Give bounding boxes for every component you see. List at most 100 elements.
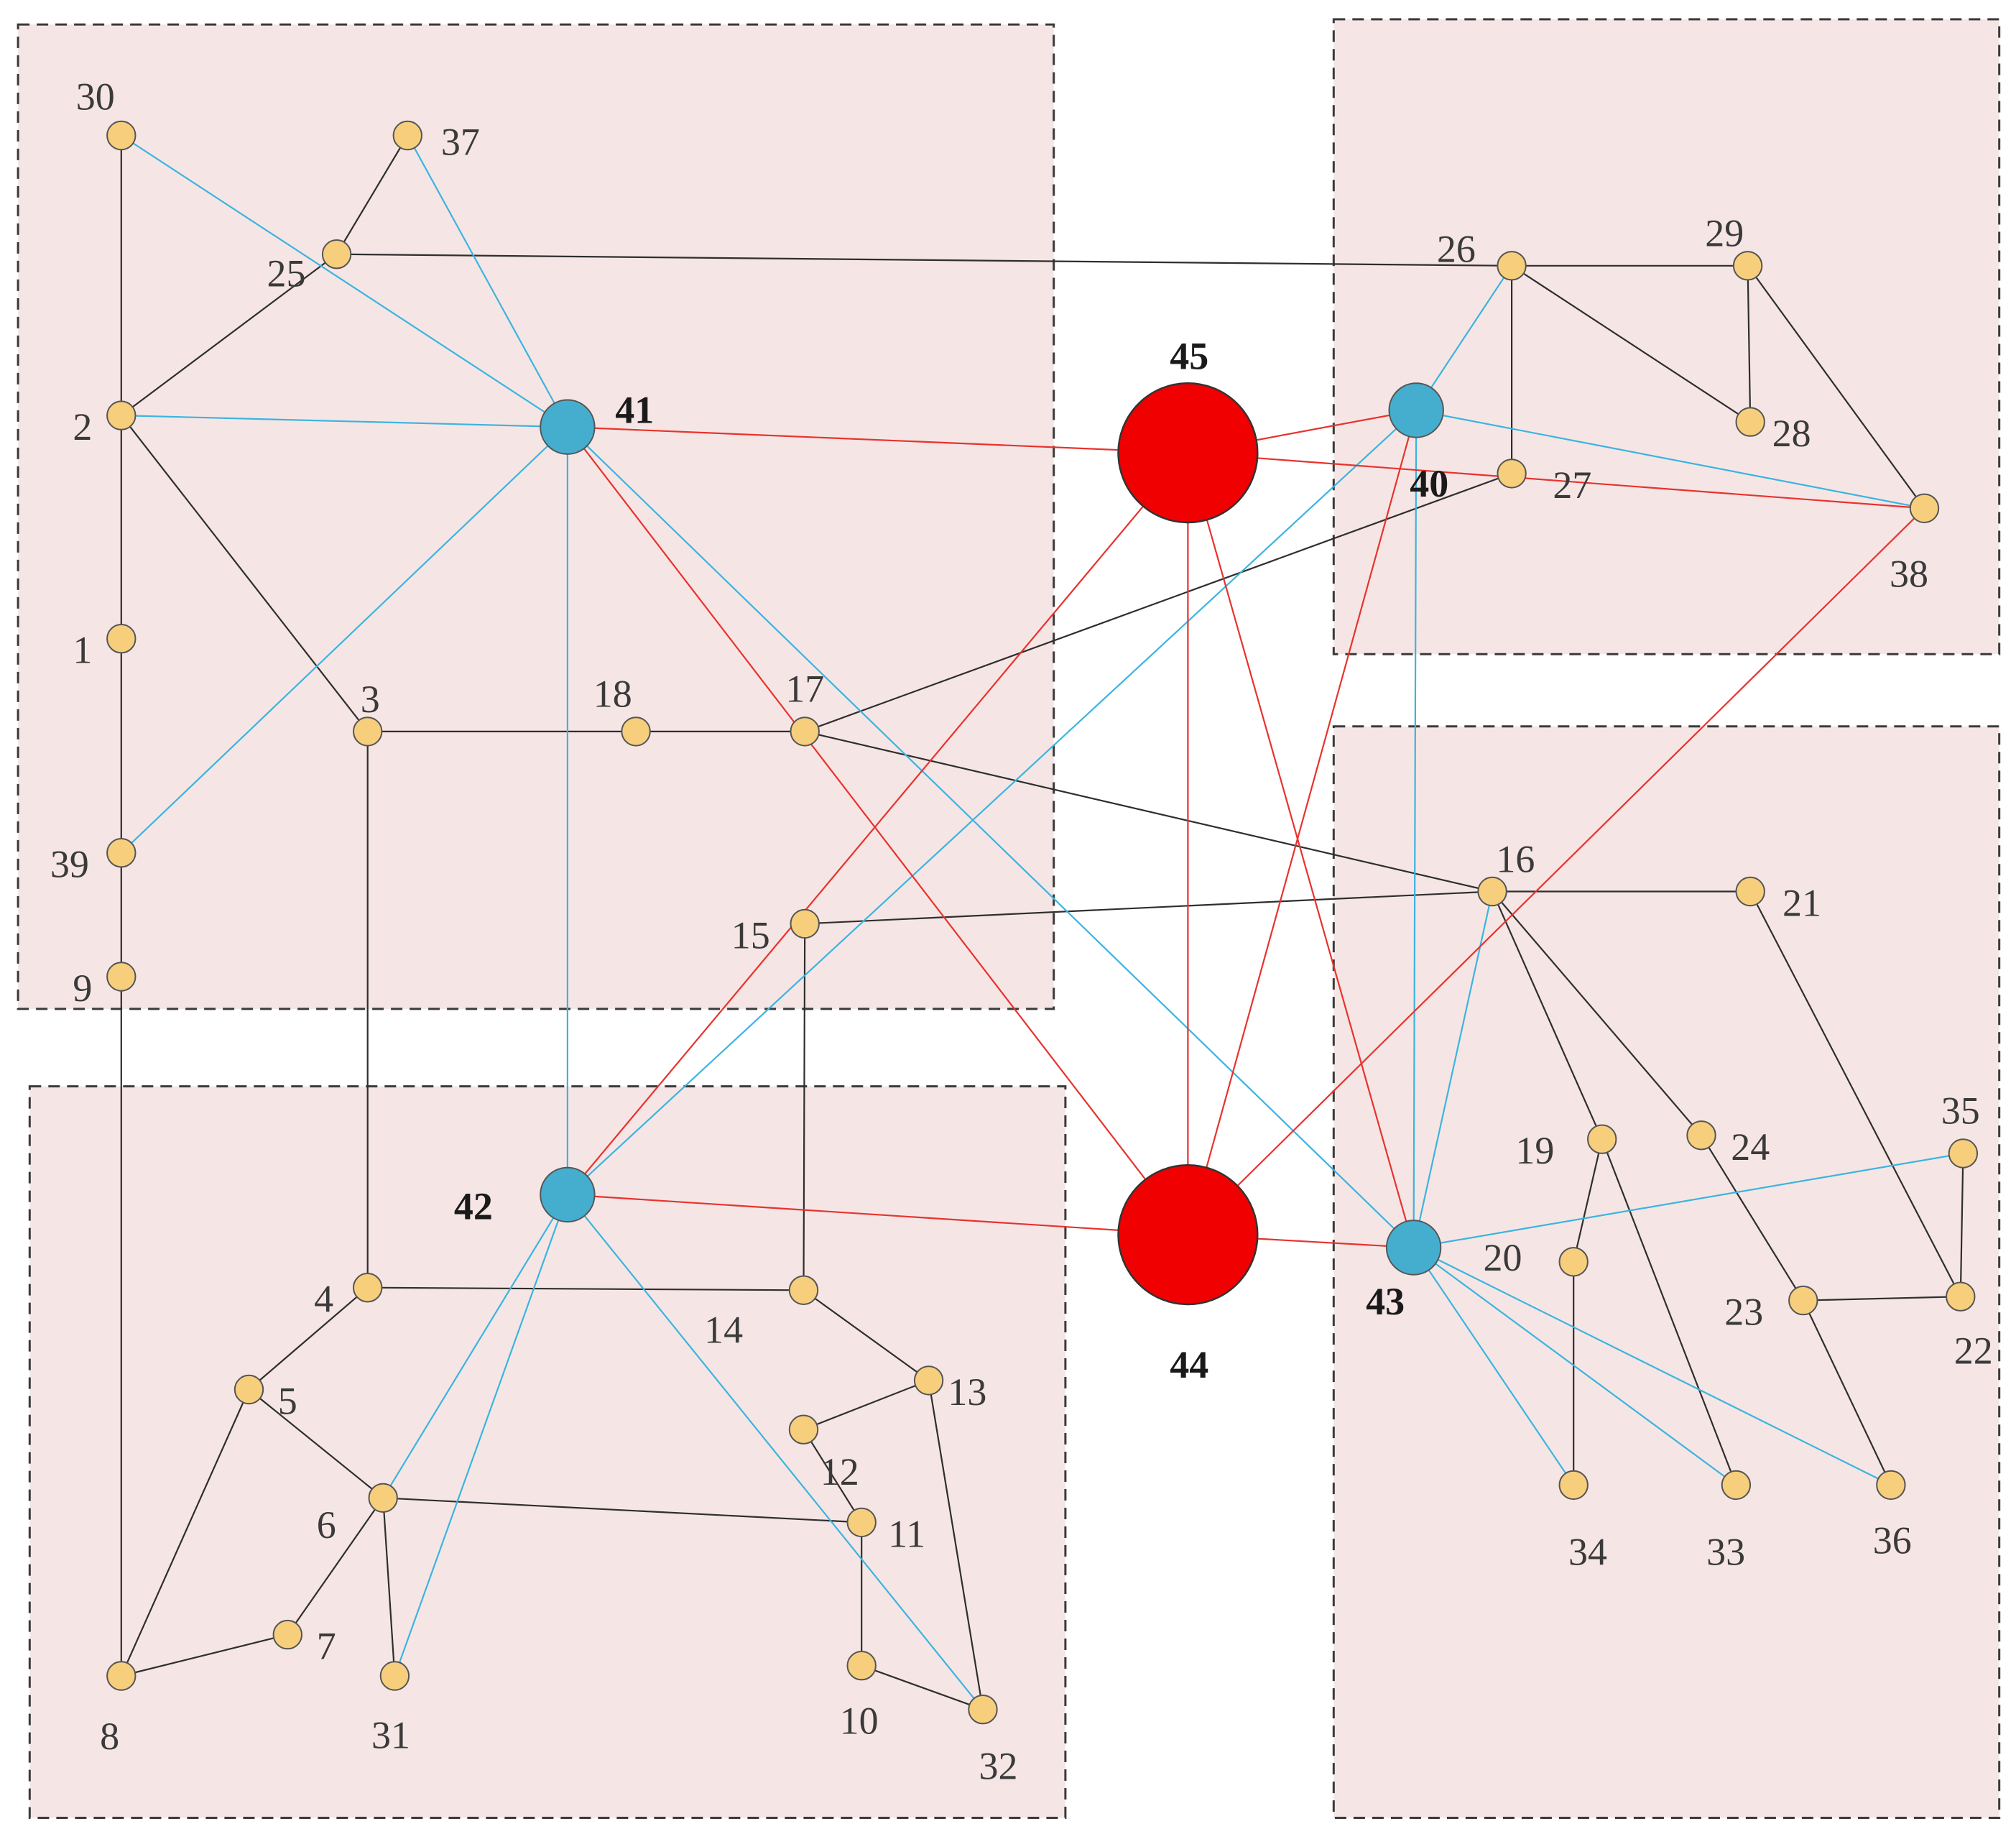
node-40	[1388, 382, 1444, 438]
edge-2-25	[121, 253, 338, 416]
node-label-2: 2	[73, 405, 92, 448]
edge-23-22	[1803, 1296, 1961, 1301]
node-label-40: 40	[1410, 462, 1448, 505]
edge-42-40	[567, 410, 1417, 1196]
node-25	[321, 239, 352, 269]
region-bottom-right	[1332, 725, 2001, 1820]
edge-5-8	[120, 1389, 250, 1677]
node-29	[1732, 251, 1763, 281]
edge-43-36	[1413, 1247, 1892, 1486]
node-37	[392, 120, 422, 151]
node-41	[540, 399, 596, 455]
node-16	[1477, 876, 1507, 907]
edge-16-19	[1492, 891, 1603, 1140]
node-12	[788, 1414, 819, 1444]
node-7	[272, 1619, 302, 1650]
edge-43-34	[1412, 1247, 1575, 1486]
node-22	[1946, 1281, 1976, 1312]
node-label-21: 21	[1783, 881, 1821, 924]
edge-40-43	[1412, 410, 1418, 1248]
node-8	[106, 1661, 137, 1691]
edge-42-45	[567, 452, 1189, 1196]
edge-24-23	[1701, 1135, 1804, 1301]
edge-41-30	[121, 134, 568, 428]
region-top-left	[17, 23, 1055, 1010]
edge-15-14	[803, 923, 806, 1291]
nodes-layer	[106, 120, 1979, 1725]
node-label-36: 36	[1873, 1519, 1912, 1562]
node-43	[1385, 1220, 1442, 1276]
node-2	[106, 400, 137, 430]
edge-29-38	[1747, 265, 1925, 509]
edge-42-44	[567, 1194, 1188, 1236]
node-34	[1558, 1470, 1589, 1501]
node-6	[368, 1483, 398, 1513]
node-13	[913, 1365, 944, 1396]
node-label-23: 23	[1724, 1291, 1763, 1334]
edge-15-16	[805, 890, 1493, 925]
node-label-44: 44	[1170, 1343, 1208, 1386]
node-4	[353, 1273, 383, 1303]
node-45	[1117, 382, 1259, 524]
node-15	[790, 908, 820, 939]
node-label-34: 34	[1568, 1530, 1607, 1573]
edge-25-37	[336, 134, 409, 255]
edge-10-32	[861, 1664, 984, 1710]
node-14	[788, 1275, 819, 1306]
region-top-right	[1332, 18, 2001, 655]
node-label-14: 14	[704, 1309, 743, 1352]
node-label-25: 25	[267, 252, 306, 295]
node-5	[233, 1374, 264, 1405]
edge-42-31	[394, 1194, 568, 1677]
edge-17-16	[804, 730, 1493, 893]
node-23	[1788, 1285, 1818, 1316]
node-32	[968, 1695, 998, 1725]
edge-2-3	[120, 415, 369, 732]
edge-44-40	[1187, 410, 1418, 1235]
node-21	[1735, 876, 1765, 907]
node-label-30: 30	[76, 75, 115, 118]
node-label-38: 38	[1890, 553, 1928, 596]
edge-7-6	[287, 1497, 384, 1636]
edge-40-38	[1415, 409, 1925, 510]
node-label-29: 29	[1705, 212, 1744, 255]
node-label-5: 5	[278, 1379, 297, 1422]
node-10	[846, 1651, 877, 1681]
edge-44-38	[1187, 507, 1925, 1235]
edge-14-13	[803, 1289, 930, 1381]
edge-29-28	[1747, 265, 1752, 423]
node-label-24: 24	[1731, 1125, 1770, 1169]
edge-8-7	[121, 1633, 288, 1677]
node-label-32: 32	[979, 1744, 1018, 1787]
node-39	[106, 838, 137, 868]
node-label-26: 26	[1437, 227, 1476, 270]
node-label-15: 15	[731, 913, 770, 957]
edge-41-44	[567, 426, 1189, 1235]
node-24	[1686, 1120, 1716, 1151]
node-42	[540, 1166, 596, 1223]
edge-45-43	[1187, 452, 1415, 1248]
node-label-37: 37	[441, 120, 480, 163]
node-17	[790, 716, 820, 747]
edge-6-11	[383, 1497, 862, 1524]
node-label-20: 20	[1484, 1236, 1522, 1279]
edge-4-14	[367, 1286, 804, 1291]
node-26	[1497, 251, 1527, 281]
node-label-45: 45	[1170, 334, 1208, 377]
node-label-17: 17	[785, 667, 824, 710]
node-label-18: 18	[593, 673, 632, 716]
regions-layer	[17, 18, 2001, 1820]
node-1	[106, 624, 137, 654]
edge-6-31	[382, 1498, 396, 1677]
edge-41-43	[567, 426, 1415, 1248]
node-label-27: 27	[1553, 464, 1591, 507]
edge-12-11	[803, 1429, 863, 1523]
node-20	[1558, 1247, 1589, 1277]
edge-41-45	[567, 426, 1188, 454]
node-label-12: 12	[820, 1450, 859, 1493]
edge-25-26	[336, 253, 1512, 267]
edge-22-35	[1959, 1153, 1964, 1297]
edge-42-32	[567, 1194, 984, 1710]
node-label-9: 9	[73, 967, 92, 1010]
node-35	[1948, 1138, 1979, 1169]
